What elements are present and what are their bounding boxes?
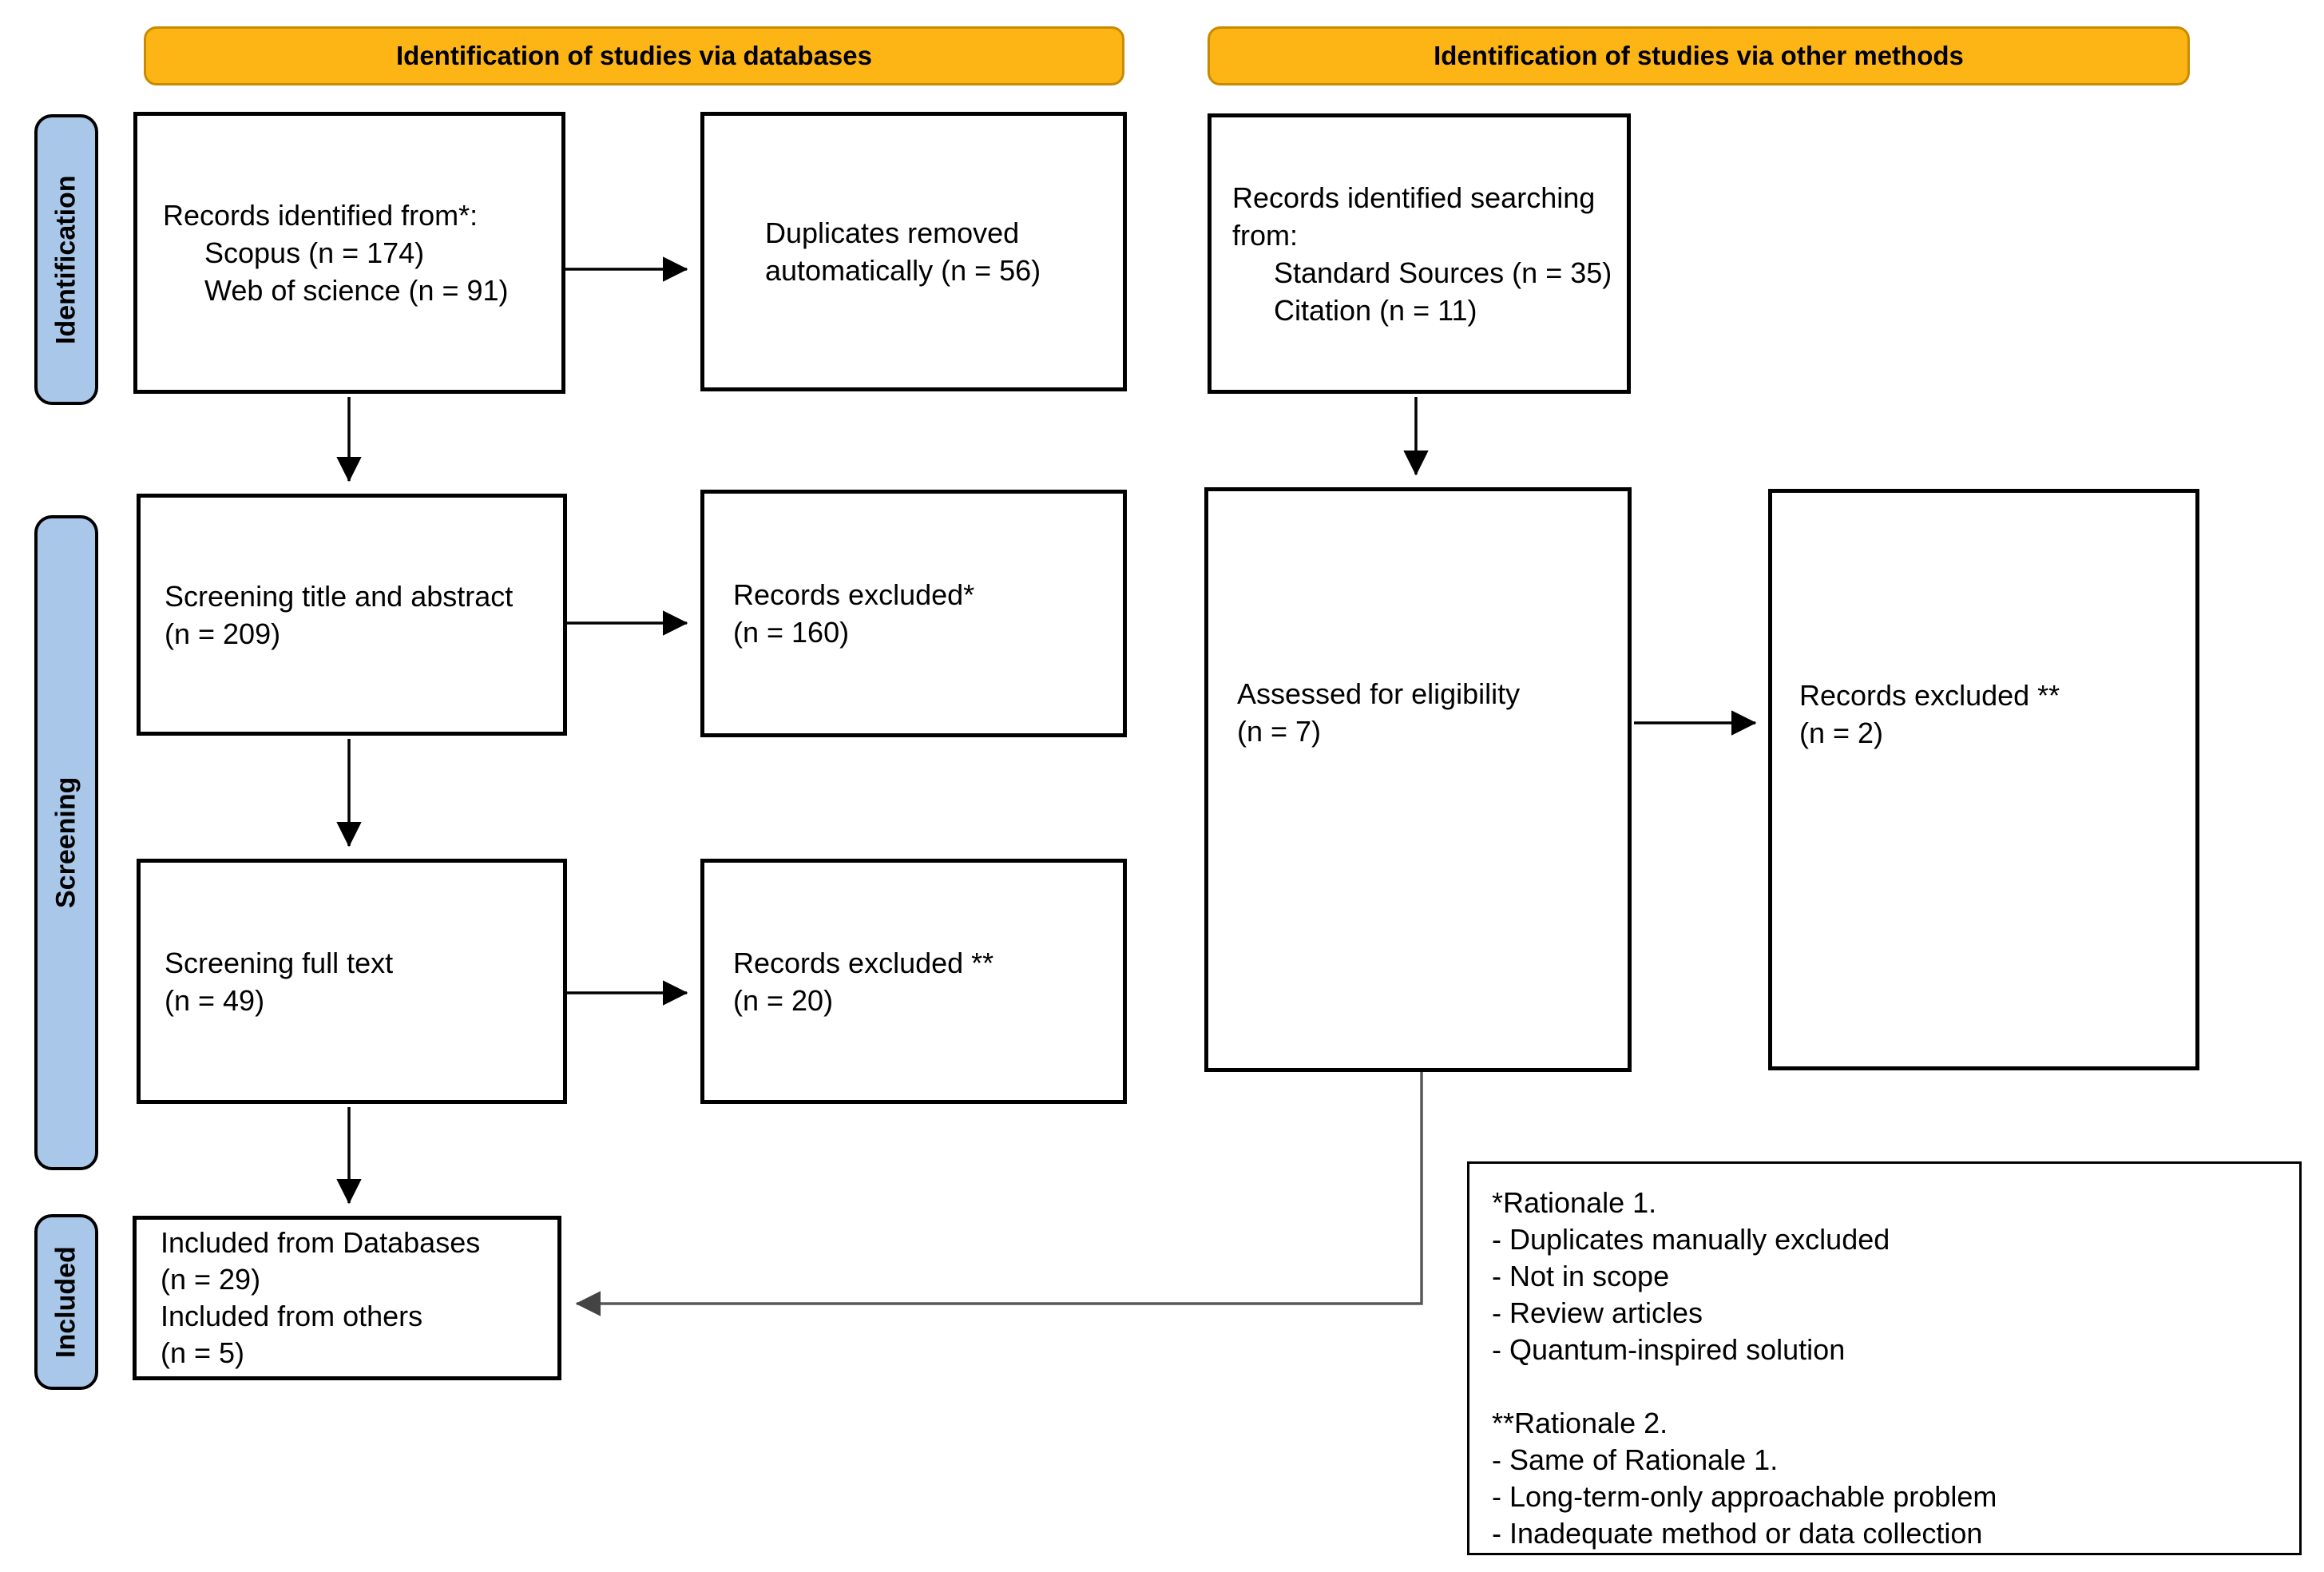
box-text-line: Records identified from*: bbox=[163, 199, 478, 232]
box-text-line: from: bbox=[1232, 218, 1299, 252]
box-text-line: Screening full text bbox=[165, 946, 394, 979]
box-text-line: Records identified searching bbox=[1232, 181, 1596, 214]
box-text-line: (n = 160) bbox=[733, 616, 850, 649]
box-text-line: (n = 29) bbox=[161, 1263, 261, 1296]
box-text-line: (n = 49) bbox=[165, 983, 265, 1017]
box-text-line: Records excluded* bbox=[733, 578, 975, 611]
rationale-line: *Rationale 1. bbox=[1492, 1186, 1657, 1219]
screening-full-text-box: Screening full text (n = 49) bbox=[137, 859, 567, 1104]
rationale-line: - Same of Rationale 1. bbox=[1492, 1443, 1779, 1476]
box-text-line: automatically (n = 56) bbox=[765, 254, 1041, 287]
arrow-assessed-to-included bbox=[575, 1072, 1423, 1316]
rationale-line: - Not in scope bbox=[1492, 1260, 1670, 1292]
box-text-line: Scopus (n = 174) bbox=[204, 236, 425, 269]
records-excluded-1-box: Records excluded* (n = 160) bbox=[700, 490, 1127, 737]
screening-title-abstract-box: Screening title and abstract (n = 209) bbox=[137, 494, 567, 736]
box-text-line: (n = 209) bbox=[165, 617, 281, 650]
included-final-box: Included from Databases (n = 29) Include… bbox=[133, 1216, 561, 1380]
box-text-line: Assessed for eligibility bbox=[1237, 677, 1521, 710]
box-text-line: Records excluded ** bbox=[1799, 679, 2060, 712]
rationale-line: - Review articles bbox=[1492, 1296, 1703, 1329]
records-searching-box: Records identified searching from: Stand… bbox=[1208, 113, 1631, 394]
rationale-blank-line bbox=[1492, 1368, 2283, 1405]
box-text-line: (n = 20) bbox=[733, 983, 834, 1017]
box-text-line: Web of science (n = 91) bbox=[204, 274, 509, 307]
duplicates-removed-box: Duplicates removed automatically (n = 56… bbox=[700, 112, 1127, 391]
stage-label-text: Screening bbox=[50, 776, 81, 909]
box-text-line: (n = 2) bbox=[1799, 717, 1884, 749]
box-text-line: (n = 7) bbox=[1237, 715, 1322, 748]
box-text-line: (n = 5) bbox=[161, 1336, 245, 1369]
box-text-line: Citation (n = 11) bbox=[1274, 293, 1477, 327]
banner-identification-databases: Identification of studies via databases bbox=[144, 26, 1124, 85]
box-text-line: Standard Sources (n = 35) bbox=[1274, 256, 1612, 289]
rationale-line: - Long-term-only approachable problem bbox=[1492, 1480, 1997, 1513]
stage-label-text: Included bbox=[50, 1246, 81, 1358]
stage-label-text: Identification bbox=[50, 175, 81, 344]
banner-identification-other-methods: Identification of studies via other meth… bbox=[1208, 26, 2190, 85]
box-text-line: Screening title and abstract bbox=[165, 579, 514, 613]
assessed-eligibility-box: Assessed for eligibility (n = 7) bbox=[1204, 487, 1632, 1072]
stage-label-screening: Screening bbox=[34, 515, 98, 1170]
rationale-note-box: *Rationale 1. - Duplicates manually excl… bbox=[1467, 1161, 2302, 1555]
box-text-line: Included from others bbox=[161, 1300, 423, 1332]
records-excluded-3-box: Records excluded ** (n = 2) bbox=[1768, 489, 2199, 1070]
box-text-line: Duplicates removed bbox=[765, 216, 1020, 249]
stage-label-identification: Identification bbox=[34, 114, 98, 405]
box-text-line: Included from Databases bbox=[161, 1226, 481, 1259]
records-identified-box: Records identified from*: Scopus (n = 17… bbox=[133, 112, 565, 394]
banner-label: Identification of studies via databases bbox=[396, 41, 872, 70]
stage-label-included: Included bbox=[34, 1214, 98, 1390]
rationale-line: - Inadequate method or data collection bbox=[1492, 1517, 1983, 1550]
rationale-line: - Duplicates manually excluded bbox=[1492, 1223, 1890, 1256]
banner-label: Identification of studies via other meth… bbox=[1434, 41, 1964, 70]
rationale-line: **Rationale 2. bbox=[1492, 1407, 1668, 1439]
box-text-line: Records excluded ** bbox=[733, 946, 994, 979]
rationale-line: - Quantum-inspired solution bbox=[1492, 1333, 1846, 1366]
records-excluded-2-box: Records excluded ** (n = 20) bbox=[700, 859, 1127, 1104]
